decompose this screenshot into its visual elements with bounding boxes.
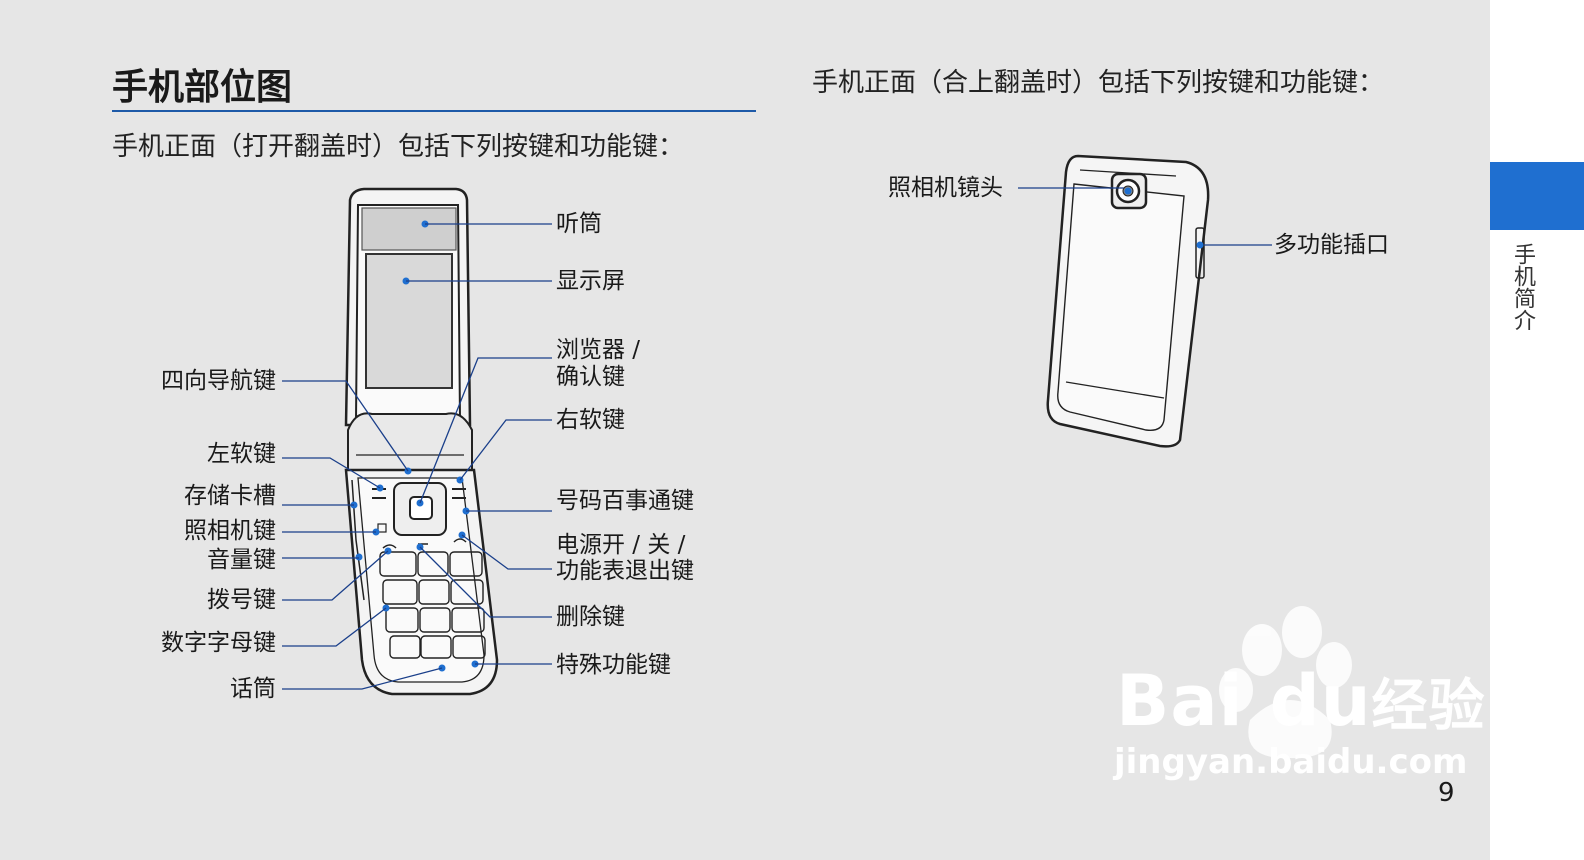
watermark-brand-a: Bai [1116,660,1244,742]
label-delete-key: 删除键 [556,604,625,630]
label-display: 显示屏 [556,268,625,294]
right-subheading: 手机正面（合上翻盖时）包括下列按键和功能键： [812,68,1385,98]
watermark-brand-b: du [1269,660,1372,742]
label-browser-confirm-2: 确认键 [556,364,625,390]
title-underline [112,110,756,112]
watermark-url: jingyan.baidu.com [1114,742,1468,782]
phone-diagrams [282,154,1352,759]
left-subheading: 手机正面（打开翻盖时）包括下列按键和功能键： [112,132,685,162]
watermark-brand-c: 经验 [1371,674,1486,739]
closed-phone-leader-lines [1018,187,1272,246]
label-microphone: 话筒 [230,676,276,702]
open-phone-leader-lines [282,223,552,690]
baidu-paw-icon [1219,606,1352,759]
label-power-2: 功能表退出键 [556,558,694,584]
label-camera-lens: 照相机镜头 [888,175,1003,201]
label-earpiece: 听筒 [556,211,602,237]
chapter-tab-label: 手机简介 [1510,243,1535,331]
label-camera-key: 照相机键 [184,518,276,544]
margin-strip [1490,0,1584,860]
manual-page [0,0,1490,860]
label-special-key: 特殊功能键 [556,652,671,678]
closed-phone-illustration [1046,154,1210,448]
label-right-soft: 右软键 [556,407,625,433]
label-multi-port: 多功能插口 [1274,232,1389,258]
label-nav-key: 四向导航键 [161,368,276,394]
open-phone-illustration [344,187,499,696]
label-left-soft: 左软键 [207,441,276,467]
closed-phone-callout-dots [1124,187,1204,249]
label-dial-key: 拨号键 [207,587,276,613]
label-volume-key: 音量键 [207,547,276,573]
page-title: 手机部位图 [112,67,293,108]
chapter-tab [1490,162,1584,230]
label-number-book: 号码百事通键 [556,488,694,514]
label-browser-confirm-1: 浏览器 / [556,337,641,363]
label-memory-slot: 存储卡槽 [184,483,276,509]
page-number: 9 [1438,778,1455,808]
label-power-1: 电源开 / 关 / [556,532,686,558]
label-alnum-keys: 数字字母键 [161,630,276,656]
